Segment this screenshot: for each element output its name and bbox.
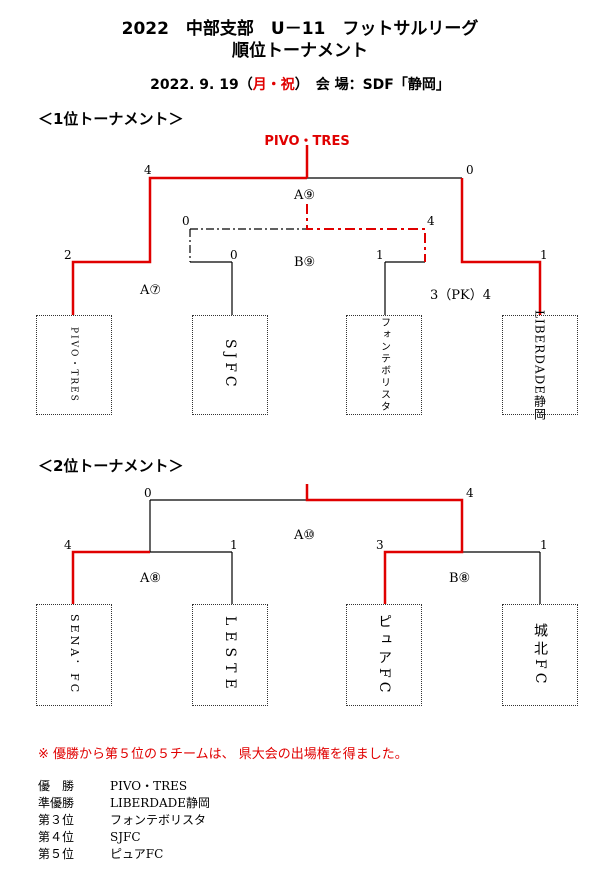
t1-team-box: PIVO・TRES <box>36 315 112 415</box>
event-venue: ） 会 場：SDF「静岡」 <box>294 77 450 93</box>
t2-team-box: LESTE <box>192 604 268 706</box>
t2-win-lines <box>71 484 464 604</box>
t1-semi-left-score: 0 <box>182 214 190 228</box>
result-row: 準優勝 LIBERDADE静岡 <box>38 795 210 812</box>
t1-semi-right-score: 4 <box>427 214 435 228</box>
team-name: SJFC <box>222 339 238 391</box>
t2-q2-label: B⑧ <box>449 571 471 586</box>
team-name: LIBERDADE静岡 <box>532 309 547 421</box>
t2-lines <box>149 499 541 604</box>
team-name: LESTE <box>222 615 238 695</box>
t2-team-box: SENA．FC <box>36 604 112 706</box>
result-place: 優 勝 <box>38 779 75 793</box>
result-team: ピュアFC <box>110 847 164 861</box>
result-place: 準優勝 <box>38 796 75 810</box>
qualification-note: ※ 優勝から第５位の５チームは、 県大会の出場権を得ました。 <box>38 747 408 762</box>
result-row: 第４位 SJFC <box>38 829 210 846</box>
t2-final-left-score: 0 <box>144 486 152 500</box>
t1-q2-right-score: 1 <box>540 248 548 262</box>
t1-champion: PIVO・TRES <box>264 134 350 149</box>
page-title: 2022 中部支部 U－11 フットサルリーグ <box>121 19 479 39</box>
t1-semi-label: B⑨ <box>294 255 316 270</box>
t1-q1-right-score: 0 <box>230 248 238 262</box>
result-row: 第５位 ピュアFC <box>38 846 210 863</box>
t1-q1-label: A⑦ <box>140 283 162 298</box>
t1-q2-label: 3（PK）4 <box>430 288 492 303</box>
t2-team-box: ピュアFC <box>346 604 422 706</box>
page-subtitle: 順位トーナメント <box>232 41 368 61</box>
event-info: 2022. 9. 19（月・祝） 会 場：SDF「静岡」 <box>0 74 600 94</box>
t1-team-box: LIBERDADE静岡 <box>502 310 578 421</box>
t1-final-label: A⑨ <box>294 188 316 203</box>
t2-q1-right-score: 1 <box>230 538 238 552</box>
result-team: フォンテボリスタ <box>110 813 207 827</box>
result-team: SJFC <box>110 830 141 844</box>
t1-final-left-score: 4 <box>144 163 152 177</box>
result-row: 第３位 フォンテボリスタ <box>38 812 210 829</box>
result-row: 優 勝 PIVO・TRES <box>38 778 210 795</box>
team-name: フォンテボリスタ <box>378 317 390 413</box>
t2-q2-left-score: 3 <box>376 538 384 552</box>
t1-final-right-score: 0 <box>466 163 474 177</box>
t1-win-lines <box>71 145 542 315</box>
t1-q2-left-score: 1 <box>376 248 384 262</box>
t2-heading: ＜2位トーナメント＞ <box>38 457 184 475</box>
result-team: PIVO・TRES <box>110 779 188 793</box>
event-date: 2022. 9. 19（ <box>150 77 253 93</box>
t1-team-box: フォンテボリスタ <box>346 315 422 415</box>
t2-final-label: A⑩ <box>294 528 316 543</box>
t1-lines <box>189 177 462 315</box>
t2-q1-left-score: 4 <box>64 538 72 552</box>
team-name: PIVO・TRES <box>68 327 79 403</box>
team-name: SENA．FC <box>68 614 81 696</box>
t2-team-box: 城北FC <box>502 604 578 706</box>
t1-q1-left-score: 2 <box>64 248 72 262</box>
result-place: 第４位 <box>38 830 75 844</box>
team-name: 城北FC <box>532 622 548 688</box>
team-name: ピュアFC <box>376 613 392 697</box>
t1-team-box: SJFC <box>192 315 268 415</box>
result-team: LIBERDADE静岡 <box>110 796 210 810</box>
t2-final-right-score: 4 <box>466 486 474 500</box>
event-holiday: 月・祝 <box>252 77 295 93</box>
t2-q1-label: A⑧ <box>140 571 162 586</box>
result-place: 第５位 <box>38 847 75 861</box>
t2-q2-right-score: 1 <box>540 538 548 552</box>
result-place: 第３位 <box>38 813 75 827</box>
t1-heading: ＜1位トーナメント＞ <box>38 110 184 128</box>
